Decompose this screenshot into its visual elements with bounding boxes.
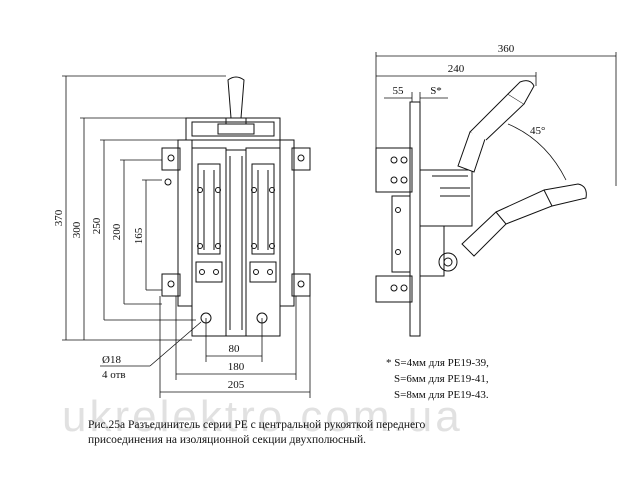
center-section — [225, 149, 247, 337]
front-vertical-dims — [62, 75, 226, 341]
dim-55: 55 — [393, 85, 405, 97]
dimension-labels: 370 300 250 200 165 80 180 205 Ø18 4 отв… — [53, 43, 545, 391]
mechanism-housing — [419, 169, 473, 227]
dim-200: 200 — [111, 223, 123, 240]
top-bar — [185, 117, 281, 141]
dim-80: 80 — [229, 343, 241, 355]
dim-165: 165 — [133, 227, 145, 244]
figure-caption: Рис.25а Разъединитель серии РЕ с централ… — [88, 418, 425, 448]
note-line-1: * S=4мм для РЕ19-39, — [386, 357, 489, 369]
front-bolts — [164, 154, 305, 288]
caption-line-1: Рис.25а Разъединитель серии РЕ с централ… — [88, 419, 426, 431]
dim-240: 240 — [448, 63, 465, 75]
handle-closed — [457, 131, 487, 173]
bracket-bottom-right — [291, 273, 311, 297]
dim-s: S* — [430, 85, 442, 97]
side-bolts — [390, 156, 408, 292]
watermark: ukrelektro.com.ua — [62, 392, 463, 441]
side-dims — [375, 52, 617, 186]
dim-hole-count: 4 отв — [102, 369, 126, 381]
bracket-bottom-left — [161, 273, 181, 297]
dim-250: 250 — [91, 217, 103, 234]
side-bracket-bottom — [375, 275, 413, 303]
handle-grip — [227, 76, 245, 119]
dim-360: 360 — [498, 43, 515, 55]
bracket-top-left — [161, 147, 181, 171]
note-line-3: S=8мм для РЕ19-43. — [394, 389, 489, 401]
left-pole — [191, 147, 227, 337]
caption-line-2: присоединения на изоляционной секции дву… — [88, 434, 367, 446]
note-line-2: S=6мм для РЕ19-41, — [394, 373, 489, 385]
dim-180: 180 — [228, 361, 245, 373]
side-bracket-top — [375, 147, 413, 193]
dim-370: 370 — [53, 209, 65, 226]
pivot-nut — [438, 252, 458, 272]
dim-205: 205 — [228, 379, 245, 391]
front-view — [161, 76, 311, 337]
handle-open — [461, 211, 507, 257]
angle-arc — [507, 123, 567, 181]
dim-hole-dia: Ø18 — [102, 354, 121, 366]
side-view — [375, 80, 587, 337]
right-pole — [245, 147, 281, 337]
bracket-top-right — [291, 147, 311, 171]
front-horizontal-dims — [100, 296, 311, 398]
dim-angle: 45° — [530, 125, 545, 137]
dim-300: 300 — [71, 221, 83, 238]
